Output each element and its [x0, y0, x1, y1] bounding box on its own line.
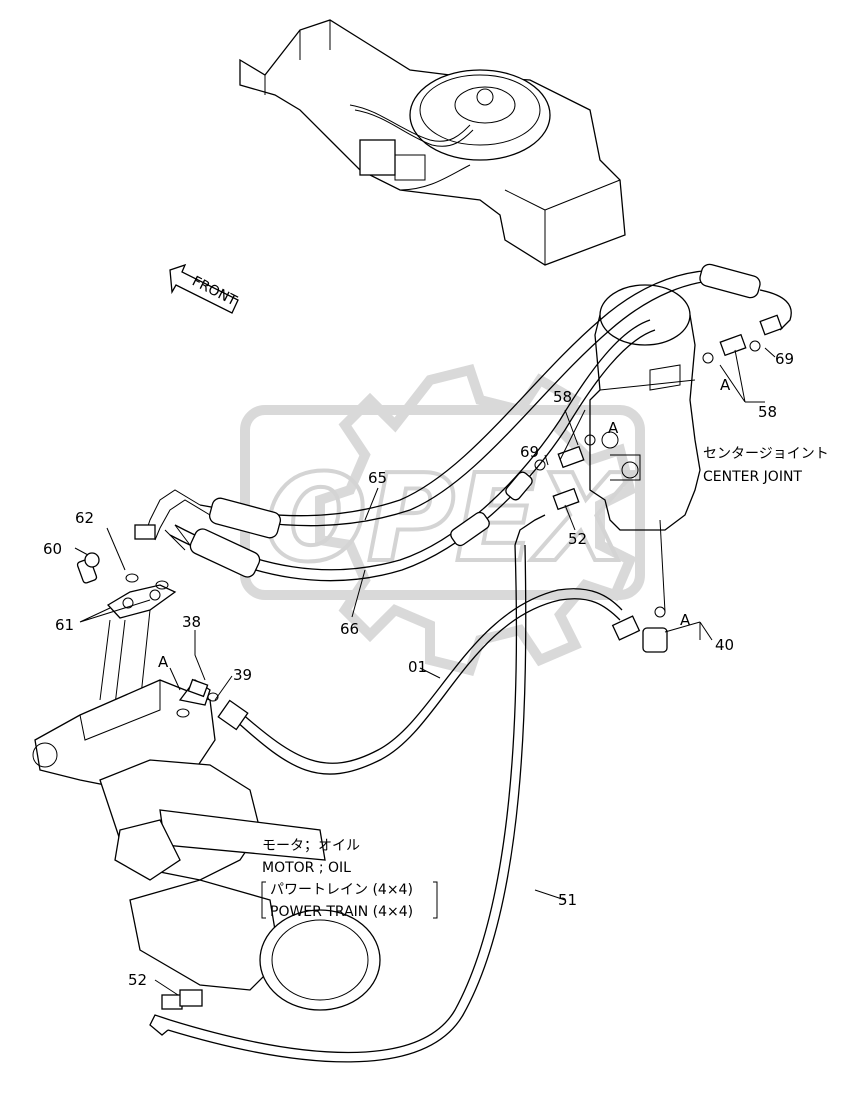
hose-01	[217, 588, 623, 775]
hose-65	[134, 269, 726, 541]
fitting-top	[759, 314, 783, 336]
manifold-parts	[76, 552, 177, 706]
label-58-right: 58	[758, 403, 777, 421]
label-a-right: A	[720, 376, 731, 394]
motor-jp: モータ；オイル	[262, 838, 360, 854]
label-39: 39	[233, 666, 252, 684]
power-train-jp: パワートレイン (4×4)	[270, 882, 413, 898]
label-61: 61	[55, 616, 74, 634]
label-65: 65	[368, 469, 387, 487]
watermark: OPEX	[240, 364, 645, 676]
label-58-center: 58	[553, 388, 572, 406]
label-69-right: 69	[775, 350, 794, 368]
fittings-center	[534, 333, 761, 653]
leader-lines	[74, 347, 776, 996]
hose-end-top	[759, 289, 792, 331]
hose-51	[149, 514, 546, 1063]
label-52-center: 52	[568, 530, 587, 548]
label-a-left: A	[158, 653, 169, 671]
label-51: 51	[558, 891, 577, 909]
center-joint	[589, 284, 701, 531]
center-joint-jp: センタージョイント	[703, 446, 829, 462]
front-arrow: FRONT	[169, 263, 240, 314]
bracket-right	[433, 881, 438, 919]
power-train-en: POWER TRAIN (4×4)	[270, 904, 413, 920]
label-38: 38	[182, 613, 201, 631]
label-52-bottom: 52	[128, 971, 147, 989]
center-joint-en: CENTER JOINT	[703, 469, 802, 485]
motor-assembly	[32, 678, 381, 1011]
label-66: 66	[340, 620, 359, 638]
hose-collars	[189, 263, 761, 578]
label-01: 01	[408, 658, 427, 676]
motor-en: MOTOR ; OIL	[262, 860, 351, 876]
watermark-text: OPEX	[265, 450, 635, 589]
label-40: 40	[715, 636, 734, 654]
bracket-left	[261, 881, 266, 919]
label-60: 60	[43, 540, 62, 558]
label-a-center: A	[608, 419, 619, 437]
label-a-bottom-right: A	[680, 611, 691, 629]
label-62: 62	[75, 509, 94, 527]
label-69-center: 69	[520, 443, 539, 461]
machine-frame	[239, 19, 626, 266]
